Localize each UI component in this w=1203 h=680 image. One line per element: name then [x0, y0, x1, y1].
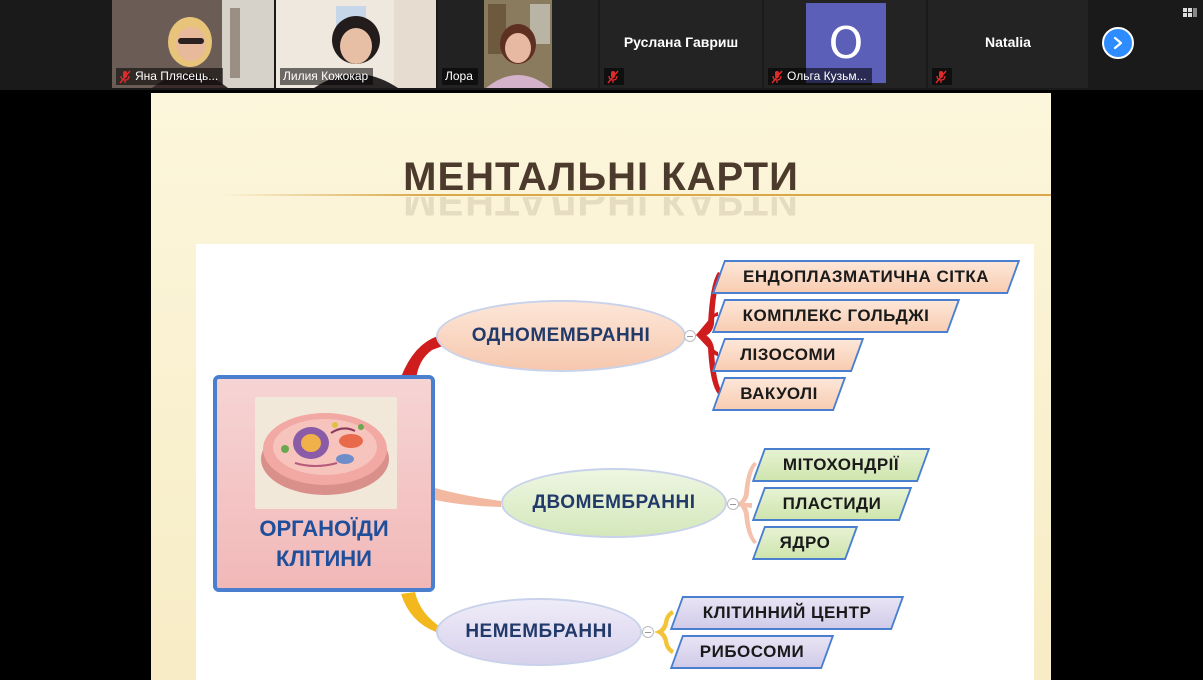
leaf-node[interactable]: ЛІЗОСОМИ	[711, 338, 865, 372]
leaf-node-label: КЛІТИННИЙ ЦЕНТР	[702, 603, 872, 622]
collapse-icon[interactable]	[642, 626, 654, 638]
participant-name: Руслана Гавриш	[623, 34, 739, 50]
slide-title-reflection: МЕНТАЛЬНІ КАРТИ	[403, 197, 799, 223]
leaf-node-label: ЛІЗОСОМИ	[740, 345, 836, 364]
leaf-node[interactable]: ЯДРО	[751, 526, 859, 560]
participant-name-label: Яна Плясець...	[116, 68, 224, 85]
branch-node-double-membrane[interactable]: ДВОМЕМБРАННІ	[501, 468, 727, 538]
mic-muted-icon	[935, 70, 947, 83]
slide-title: МЕНТАЛЬНІ КАРТИ	[403, 155, 799, 199]
participant-name-label: Лилия Кожокар	[280, 68, 374, 85]
leaf-node[interactable]: КОМПЛЕКС ГОЛЬДЖІ	[711, 299, 961, 333]
collapse-icon[interactable]	[684, 330, 696, 342]
participant-name: Лора	[445, 69, 473, 83]
participant-name-label	[932, 68, 952, 85]
leaf-node-label: ЯДРО	[779, 533, 831, 552]
branch-node-non-membrane[interactable]: НЕМЕМБРАННІ	[436, 598, 642, 666]
participant-tile[interactable]: Яна Плясець...	[112, 0, 274, 88]
leaf-node-label: ЕНДОПЛАЗМАТИЧНА СІТКА	[743, 267, 989, 286]
branch-node-label: ОДНОМЕМБРАННІ	[471, 325, 651, 346]
participant-name: Яна Плясець...	[135, 69, 219, 83]
branch-node-single-membrane[interactable]: ОДНОМЕМБРАННІ	[436, 300, 686, 372]
leaf-node[interactable]: МІТОХОНДРІЇ	[751, 448, 931, 482]
participant-tile-active[interactable]: Лилия Кожокар	[276, 0, 436, 88]
next-page-button[interactable]	[1102, 27, 1134, 59]
title-divider	[221, 194, 1051, 196]
leaf-node-label: КОМПЛЕКС ГОЛЬДЖІ	[742, 306, 930, 325]
participant-tile[interactable]: Руслана Гавриш	[600, 0, 762, 88]
participant-tile[interactable]: Natalia	[928, 0, 1088, 88]
mic-muted-icon	[119, 70, 131, 83]
shared-screen-slide: МЕНТАЛЬНІ КАРТИ МЕНТАЛЬНІ КАРТИ	[151, 93, 1051, 680]
leaf-node[interactable]: РИБОСОМИ	[669, 635, 835, 669]
collapse-icon[interactable]	[727, 498, 739, 510]
participant-name-label: Лора	[442, 68, 478, 85]
participant-strip: Яна Плясець... Лилия Кожокар Лора	[0, 0, 1203, 90]
leaf-node[interactable]: КЛІТИННИЙ ЦЕНТР	[669, 596, 905, 630]
participant-tile[interactable]: Лора	[438, 0, 598, 88]
participant-name-label: Ольга Кузьм...	[768, 68, 872, 85]
root-node-label: ОРГАНОЇДИ КЛІТИНИ	[217, 514, 431, 574]
leaf-node-label: ВАКУОЛІ	[740, 384, 818, 403]
leaf-node-label: ПЛАСТИДИ	[782, 494, 882, 513]
mic-muted-icon	[771, 70, 783, 83]
mic-muted-icon	[607, 70, 619, 83]
participant-tile[interactable]: O Ольга Кузьм...	[764, 0, 926, 88]
view-grid-icon[interactable]	[1183, 8, 1197, 20]
participant-name: Лилия Кожокар	[283, 69, 369, 83]
participant-name-label	[604, 68, 624, 85]
root-node[interactable]: ОРГАНОЇДИ КЛІТИНИ	[213, 375, 435, 592]
branch-node-label: ДВОМЕМБРАННІ	[532, 492, 696, 513]
branch-node-label: НЕМЕМБРАННІ	[465, 621, 613, 642]
leaf-node-label: МІТОХОНДРІЇ	[782, 455, 900, 474]
mind-map: ОРГАНОЇДИ КЛІТИНИ ОДНОМЕМБРАННІ ЕНДОПЛАЗ…	[196, 244, 1034, 680]
root-node-label-line1: ОРГАНОЇДИ	[259, 516, 389, 541]
participant-name: Ольга Кузьм...	[787, 69, 867, 83]
chevron-right-icon	[1113, 36, 1123, 50]
leaf-node-label: РИБОСОМИ	[699, 642, 805, 661]
root-node-label-line2: КЛІТИНИ	[276, 546, 372, 571]
cell-illustration	[255, 397, 397, 509]
participant-name: Natalia	[985, 34, 1031, 50]
leaf-node[interactable]: ЕНДОПЛАЗМАТИЧНА СІТКА	[711, 260, 1021, 294]
leaf-node[interactable]: ВАКУОЛІ	[711, 377, 847, 411]
leaf-node[interactable]: ПЛАСТИДИ	[751, 487, 913, 521]
